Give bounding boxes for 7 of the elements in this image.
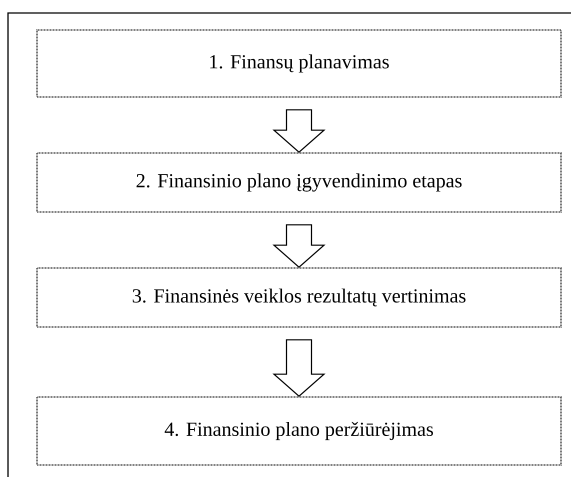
process-box: 4. Finansinio plano peržiūrėjimas: [36, 396, 562, 466]
process-box: 1. Finansų planavimas: [36, 29, 562, 98]
block-arrow: [272, 339, 326, 397]
process-box: 2. Finansinio plano įgyvendinimo etapas: [36, 152, 562, 213]
block-arrow: [272, 109, 326, 153]
process-box: 3. Finansinės veiklos rezultatų vertinimas: [36, 267, 562, 328]
block-arrow: [272, 224, 326, 268]
